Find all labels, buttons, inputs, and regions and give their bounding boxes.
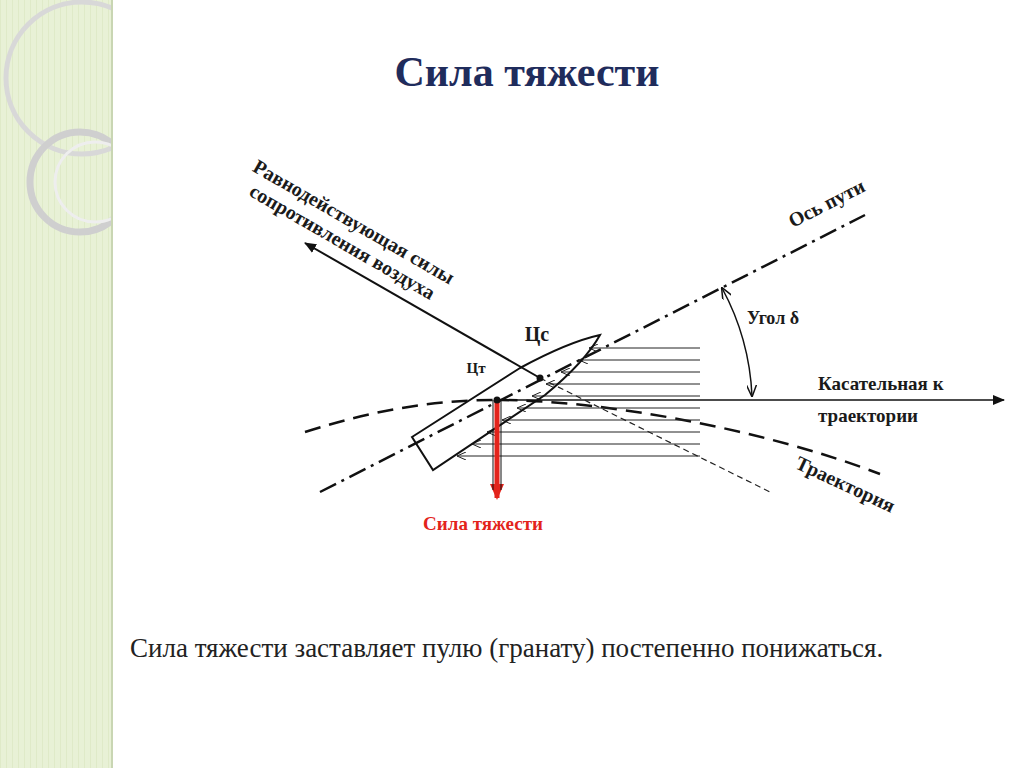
slide-title: Сила тяжести xyxy=(0,48,1024,96)
air-flow-line xyxy=(561,372,700,373)
gravity-arrow xyxy=(493,400,501,498)
air-flow-line xyxy=(532,396,700,397)
air-flow-line xyxy=(517,408,700,409)
point-label: Цс xyxy=(525,323,549,345)
air-flow-line xyxy=(487,432,700,433)
point-label: Цт xyxy=(466,357,485,379)
air-flow-line xyxy=(579,360,700,361)
air-flow-line xyxy=(472,444,700,445)
force-label: Равнодействующая силы сопротивления возд… xyxy=(228,150,468,315)
angle-arc xyxy=(722,288,752,396)
tangent-line xyxy=(497,399,1004,401)
tangent-label: Касательная к траектории xyxy=(818,368,968,432)
centre-dot xyxy=(537,375,544,382)
centre-dot xyxy=(494,397,501,404)
bullet-outline xyxy=(412,335,600,470)
air-flow-line xyxy=(589,348,700,349)
angle-label: Угол δ xyxy=(747,307,799,329)
caption-text: Сила тяжести заставляет пулю (гранату) п… xyxy=(130,628,992,668)
dashed-line xyxy=(540,378,770,492)
gravity-label: Сила тяжести xyxy=(423,513,543,535)
air-flow-line xyxy=(546,384,700,385)
trajectory-curve xyxy=(305,400,880,474)
air-flow-line xyxy=(502,420,700,421)
axis-label: Ось пути xyxy=(784,174,868,231)
